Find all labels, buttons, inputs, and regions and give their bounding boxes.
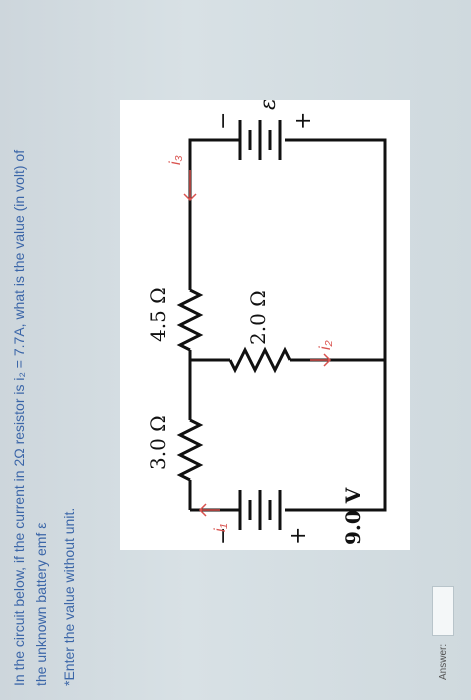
label-i3: i₃	[167, 155, 184, 165]
arrow-i1	[198, 503, 220, 517]
answer-label: Answer:	[437, 643, 449, 680]
label-r1: 3.0 Ω	[146, 415, 170, 470]
wire-bottom	[285, 138, 387, 512]
question-line-2: the unknown battery emf ε	[33, 522, 49, 686]
resistor-4-5ohm	[176, 288, 204, 352]
circuit-diagram: 3.0 Ω 4.5 Ω 2.0 Ω 9.0 V + − ε + − i₁ i₂ …	[120, 98, 410, 550]
arrow-i3	[183, 170, 197, 202]
arrow-i2	[310, 353, 332, 367]
answer-input[interactable]	[432, 585, 454, 636]
label-emf-plus: +	[291, 112, 316, 130]
label-r3: 2.0 Ω	[246, 290, 270, 345]
label-v1-minus: −	[211, 527, 236, 545]
answer-row: Answer:	[432, 585, 454, 680]
battery-right	[238, 120, 282, 160]
current-arrows	[183, 170, 332, 517]
wires	[188, 138, 387, 512]
resistor-3ohm	[176, 418, 204, 482]
label-i1: i₁	[212, 523, 229, 532]
label-emf: ε	[256, 100, 281, 110]
circuit-svg: 3.0 Ω 4.5 Ω 2.0 Ω 9.0 V + − ε + − i₁ i₂ …	[120, 98, 410, 550]
label-i2: i₂	[317, 340, 334, 350]
label-v1-plus: +	[286, 527, 311, 545]
label-emf-minus: −	[211, 112, 236, 130]
resistor-2ohm	[228, 346, 292, 374]
question-line-1: In the circuit below, if the current in …	[11, 149, 27, 686]
label-r2: 4.5 Ω	[146, 287, 170, 342]
question-text: In the circuit below, if the current in …	[8, 26, 86, 686]
battery-left	[238, 490, 282, 530]
label-v1: 9.0 V	[341, 487, 365, 545]
figure-background	[120, 100, 410, 550]
question-note: *Enter the value without unit.	[61, 507, 77, 686]
